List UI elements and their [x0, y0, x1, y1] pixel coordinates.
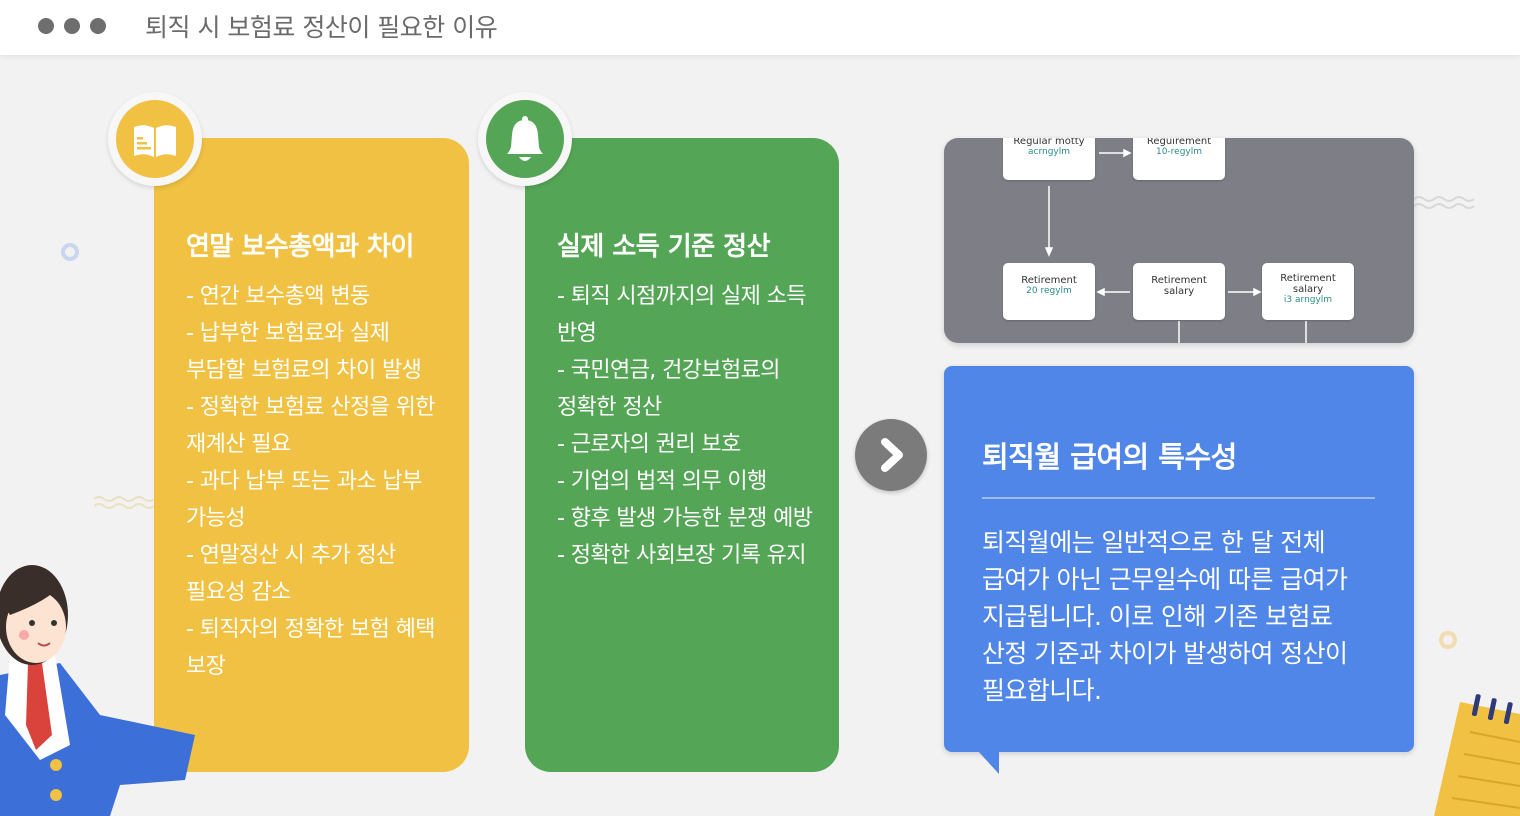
- card-title: 실제 소득 기준 정산: [557, 232, 771, 262]
- info-box-title: 퇴직월 급여의 특수성: [982, 440, 1237, 474]
- info-box-retirement-month: 퇴직월 급여의 특수성 퇴직월에는 일반적으로 한 달 전체 급여가 아닌 근무…: [944, 366, 1414, 752]
- chevron-right-icon: [881, 438, 903, 472]
- divider: [982, 497, 1375, 499]
- card-title: 연말 보수총액과 차이: [186, 232, 414, 262]
- flow-node: Retirement salary i3 arngylm: [1262, 263, 1354, 320]
- window-dot-icon[interactable]: [38, 18, 54, 34]
- flow-node: Regular motty acrngylm: [1003, 138, 1095, 180]
- list-item: - 연간 보수총액 변동: [186, 284, 370, 309]
- list-item: - 기업의 법적 의무 이행: [557, 469, 767, 494]
- list-item: - 국민연금, 건강보험료의 정확한 정산: [557, 358, 781, 420]
- window-dot-icon[interactable]: [64, 18, 80, 34]
- title-bar: 퇴직 시 보험료 정산이 필요한 이유: [0, 0, 1520, 55]
- ring-decoration-icon: [1439, 631, 1457, 649]
- list-item: - 과다 납부 또는 과소 납부 가능성: [186, 469, 422, 531]
- info-box-body: 퇴직월에는 일반적으로 한 달 전체 급여가 아닌 근무일수에 따른 급여가 지…: [982, 528, 1348, 705]
- character-illustration: [0, 565, 195, 816]
- list-item: - 향후 발생 가능한 분쟁 예방: [557, 506, 813, 531]
- page-title: 퇴직 시 보험료 정산이 필요한 이유: [145, 13, 498, 42]
- retirement-flow-diagram: Regular motty acrngylm Reguirement 10-re…: [944, 138, 1414, 343]
- flow-node: Reguirement 10-regylm: [1133, 138, 1225, 180]
- flow-connectors: [1044, 148, 1307, 343]
- card-actual-income-settlement: 실제 소득 기준 정산 - 퇴직 시점까지의 실제 소득 반영 - 국민연금, …: [525, 138, 839, 772]
- book-icon: [134, 125, 176, 157]
- card-year-end-difference: 연말 보수총액과 차이 - 연간 보수총액 변동 - 납부한 보험료와 실제 부…: [154, 138, 469, 772]
- list-item: - 정확한 사회보장 기록 유지: [557, 543, 807, 568]
- flow-node: Retirement salary: [1133, 263, 1225, 320]
- notepad-illustration: [1434, 694, 1520, 816]
- list-item: - 연말정산 시 추가 정산 필요성 감소: [186, 543, 396, 605]
- wave-decoration-icon: [1413, 196, 1475, 209]
- card-item-list: - 퇴직 시점까지의 실제 소득 반영 - 국민연금, 건강보험료의 정확한 정…: [557, 278, 813, 574]
- window-dot-icon[interactable]: [90, 18, 106, 34]
- bell-badge: [478, 92, 572, 186]
- wave-decoration-icon: [93, 496, 155, 509]
- list-item: - 퇴직자의 정확한 보험 혜택 보장: [186, 617, 436, 679]
- flow-node: Retirement 20 regylm: [1003, 263, 1095, 320]
- list-item: - 정확한 보험료 산정을 위한 재계산 필요: [186, 395, 436, 457]
- ring-decoration-icon: [61, 243, 79, 261]
- list-item: - 근로자의 권리 보호: [557, 432, 741, 457]
- book-badge: [108, 92, 202, 186]
- list-item: - 납부한 보험료와 실제 부담할 보험료의 차이 발생: [186, 321, 422, 383]
- next-button[interactable]: [855, 419, 927, 491]
- speech-bubble-tail: [977, 750, 999, 774]
- bell-icon: [507, 116, 543, 161]
- card-item-list: - 연간 보수총액 변동 - 납부한 보험료와 실제 부담할 보험료의 차이 발…: [186, 278, 442, 685]
- list-item: - 퇴직 시점까지의 실제 소득 반영: [557, 284, 807, 346]
